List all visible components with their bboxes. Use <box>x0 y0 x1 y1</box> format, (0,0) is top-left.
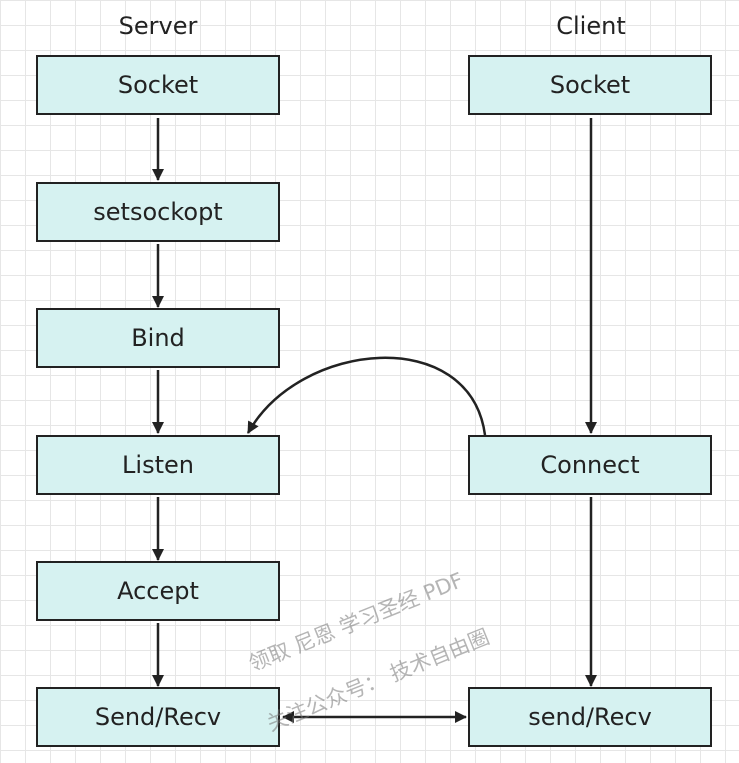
server-listen-node: Listen <box>36 435 280 495</box>
client-socket-node: Socket <box>468 55 712 115</box>
server-column-title: Server <box>118 12 198 40</box>
server-sendrecv-node: Send/Recv <box>36 687 280 747</box>
edge-connect-listen <box>246 356 487 436</box>
client-column-title: Client <box>556 12 626 40</box>
server-setsockopt-node: setsockopt <box>36 182 280 242</box>
server-accept-node: Accept <box>36 561 280 621</box>
client-sendrecv-node: send/Recv <box>468 687 712 747</box>
server-bind-node: Bind <box>36 308 280 368</box>
server-socket-node: Socket <box>36 55 280 115</box>
client-connect-node: Connect <box>468 435 712 495</box>
